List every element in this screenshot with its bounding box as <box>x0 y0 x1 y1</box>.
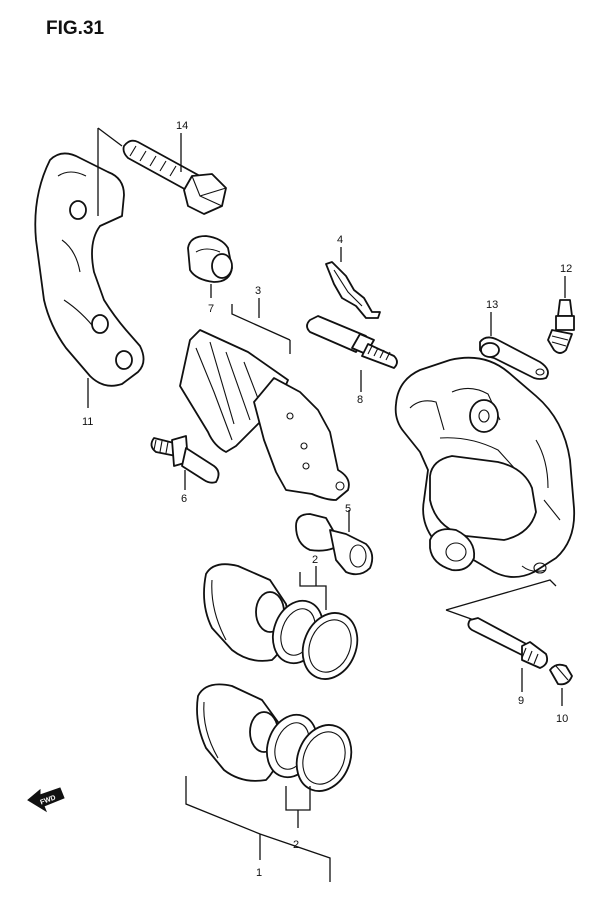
leader-line <box>231 304 291 341</box>
caliper-body <box>394 356 576 578</box>
caliper-bracket <box>34 152 145 387</box>
bleeder-valve <box>547 299 575 354</box>
callout-2-lower: 2 <box>293 839 299 851</box>
dust-seal-lower <box>295 724 353 792</box>
dust-seal-upper <box>301 612 359 680</box>
leader-line <box>445 579 557 611</box>
bolt-cap <box>549 663 573 686</box>
callout-10: 10 <box>556 713 568 725</box>
pad-pin <box>150 435 220 484</box>
callout-1: 1 <box>256 867 262 879</box>
leader-line <box>299 572 327 610</box>
brake-pad-set <box>179 329 350 501</box>
slide-pin <box>306 315 398 369</box>
callout-9: 9 <box>518 695 524 707</box>
bleeder-cap <box>479 336 549 380</box>
leader-line <box>285 786 311 811</box>
callout-4: 4 <box>337 234 343 246</box>
figure-title: FIG.31 <box>46 18 105 39</box>
callout-11: 11 <box>82 416 93 428</box>
callout-7: 7 <box>208 303 214 315</box>
piston-lower <box>196 683 282 782</box>
callout-6: 6 <box>181 493 187 505</box>
pin-boot <box>295 513 374 576</box>
callout-12: 12 <box>560 263 572 275</box>
bracket-bolt <box>122 139 227 215</box>
leader-line <box>97 127 123 147</box>
callout-3: 3 <box>255 285 261 297</box>
leader-line <box>445 609 475 621</box>
caliper-bolt <box>467 617 549 669</box>
callout-5: 5 <box>345 503 351 515</box>
slide-pin-boot <box>187 235 233 283</box>
fwd-arrow-icon: FWD <box>27 787 65 813</box>
callout-2-upper: 2 <box>312 554 318 566</box>
callout-13: 13 <box>486 299 498 311</box>
callout-8: 8 <box>357 394 363 406</box>
pad-spring <box>325 261 381 319</box>
callout-14: 14 <box>176 120 188 132</box>
